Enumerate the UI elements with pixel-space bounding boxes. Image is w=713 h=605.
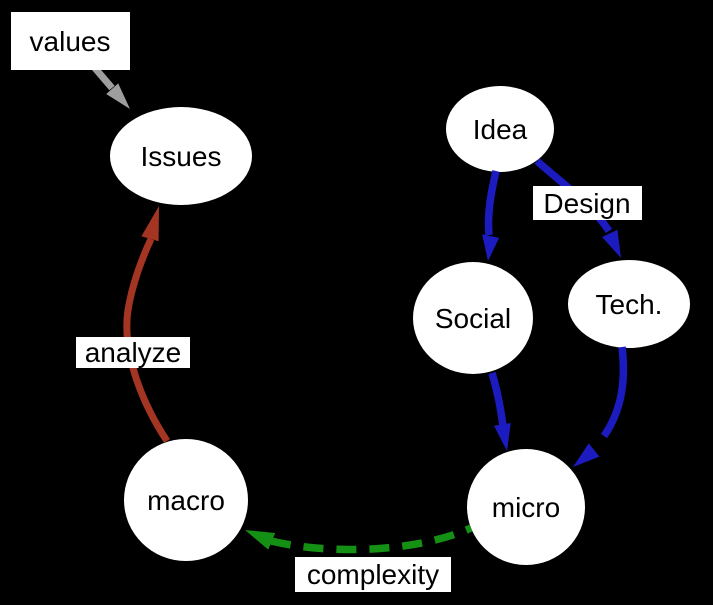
node-tech-label: Tech. bbox=[596, 289, 663, 320]
node-idea-label: Idea bbox=[473, 114, 528, 145]
edge-label-values: values bbox=[30, 26, 111, 57]
edge-label-analyze-box bbox=[76, 337, 190, 368]
node-social-label: Social bbox=[435, 303, 511, 334]
node-tech bbox=[568, 260, 690, 348]
edge-micro-to-macro-arrowhead bbox=[245, 530, 276, 550]
nodes-layer: Issues Idea Social Tech. macro micro bbox=[110, 86, 690, 565]
edge-social-to-micro-arrowhead bbox=[494, 423, 511, 451]
edge-values-to-issues bbox=[91, 64, 115, 91]
edge-label-analyze: analyze bbox=[85, 337, 182, 368]
edge-idea-to-social bbox=[484, 170, 500, 236]
node-macro-label: macro bbox=[147, 485, 225, 516]
edge-macro-to-issues-arrowhead bbox=[141, 206, 159, 242]
node-micro-label: micro bbox=[492, 492, 560, 523]
edge-tech-to-micro-arrowhead bbox=[573, 443, 600, 467]
node-issues-label: Issues bbox=[141, 141, 222, 172]
node-idea bbox=[446, 86, 554, 172]
node-micro bbox=[467, 449, 585, 565]
edge-tech-to-micro bbox=[600, 346, 628, 439]
edge-labels-layer: values Design analyze complexity bbox=[11, 12, 642, 592]
edge-micro-to-macro bbox=[270, 524, 473, 554]
node-issues bbox=[110, 107, 252, 205]
edge-label-design: Design bbox=[543, 188, 630, 219]
edge-label-design-box bbox=[533, 186, 642, 220]
edge-idea-to-social-arrowhead bbox=[482, 234, 500, 261]
edge-idea-to-tech-arrowhead bbox=[602, 229, 621, 258]
node-social bbox=[413, 262, 533, 374]
edge-values-to-issues-arrowhead bbox=[106, 83, 130, 109]
edge-label-complexity-box bbox=[295, 557, 451, 592]
edge-label-values-box bbox=[11, 12, 130, 70]
node-macro bbox=[124, 439, 248, 561]
edge-macro-to-issues bbox=[123, 237, 170, 443]
edge-social-to-micro bbox=[488, 371, 507, 427]
edge-label-complexity: complexity bbox=[307, 559, 439, 590]
